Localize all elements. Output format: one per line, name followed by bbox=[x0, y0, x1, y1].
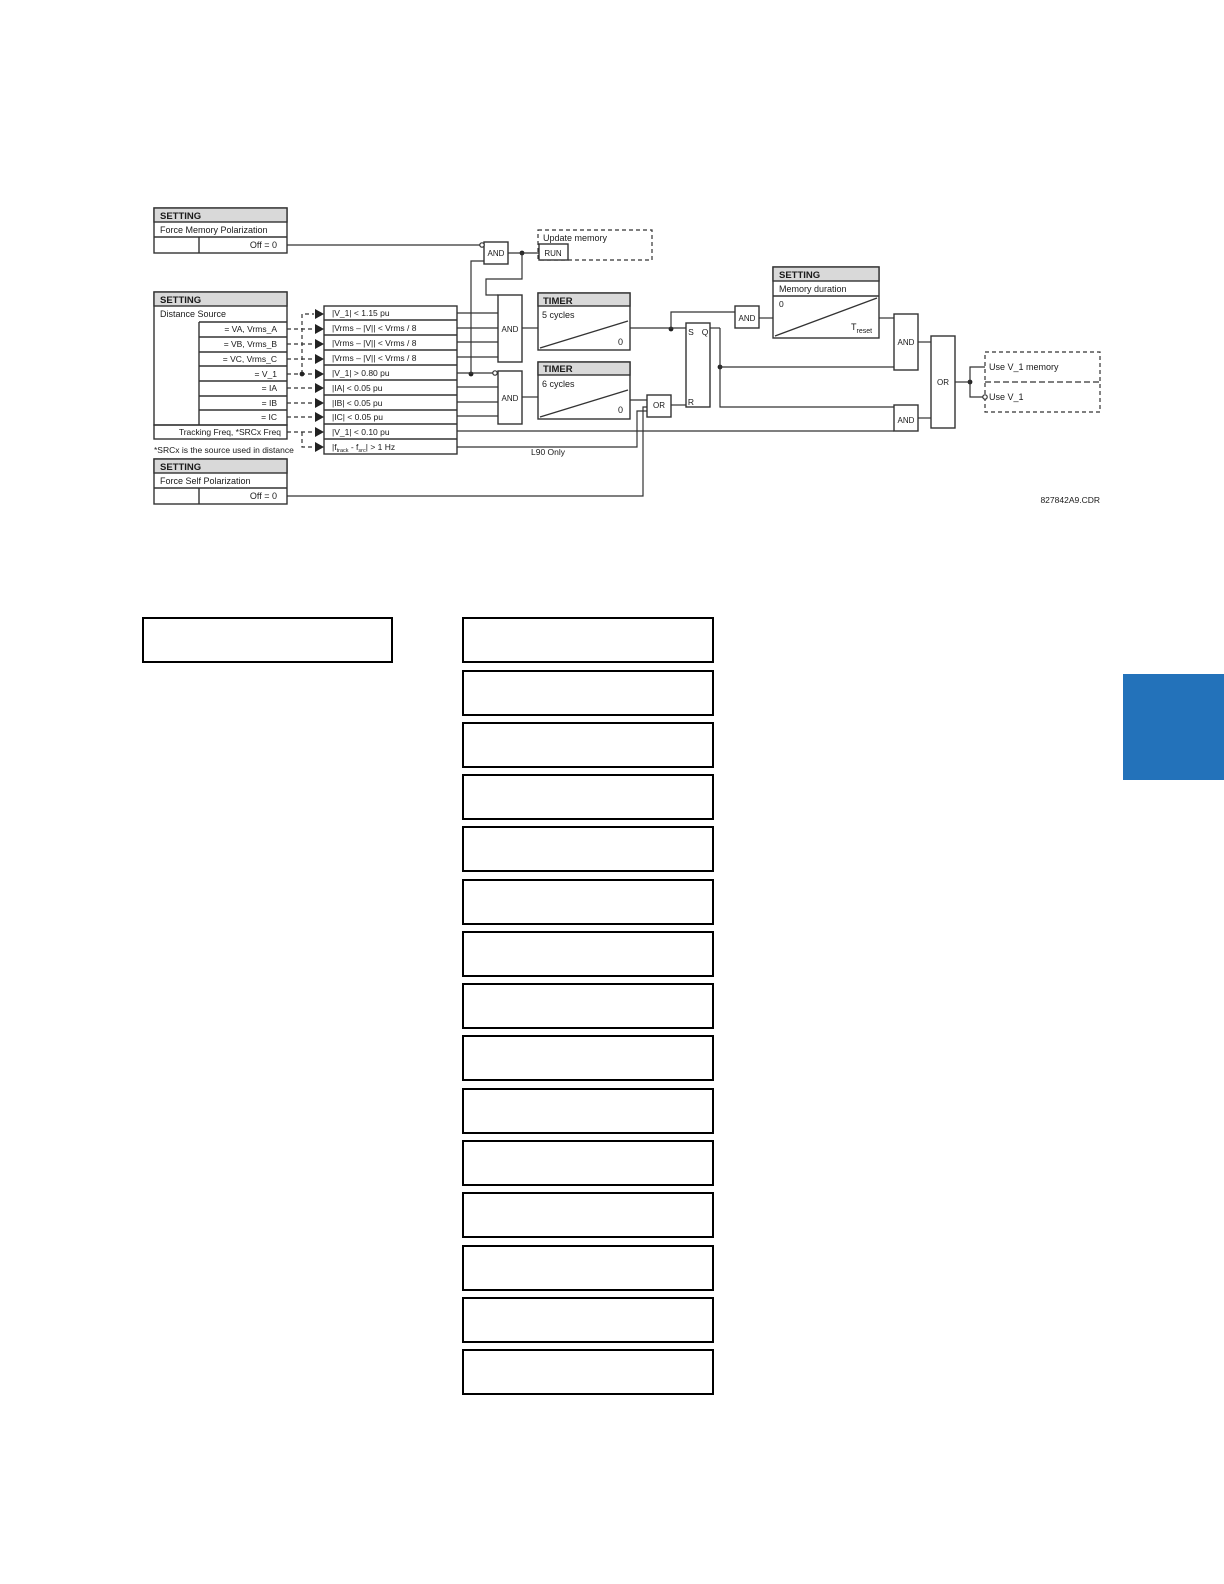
latch-r-label: R bbox=[688, 397, 694, 407]
setting-value-box-3 bbox=[462, 722, 714, 768]
output-use-v1-memory: Use V_1 memory bbox=[989, 362, 1059, 372]
and-gate-memory-label: AND bbox=[488, 249, 505, 258]
condition-ic: |IC| < 0.05 pu bbox=[332, 412, 383, 422]
setting-value-box-5 bbox=[462, 826, 714, 872]
timer1-header: TIMER bbox=[543, 296, 573, 307]
setting-value-box-2 bbox=[462, 670, 714, 716]
setting-path-box bbox=[142, 617, 393, 663]
condition-vrms-a: |Vrms – |V|| < Vrms / 8 bbox=[332, 323, 417, 333]
or-gate-output-label: OR bbox=[937, 378, 949, 387]
condition-vrms-c: |Vrms – |V|| < Vrms / 8 bbox=[332, 353, 417, 363]
source-row-vc: = VC, Vrms_C bbox=[223, 354, 277, 364]
condition-ib: |IB| < 0.05 pu bbox=[332, 398, 383, 408]
condition-frequency: |ftrack - fsrc| > 1 Hz bbox=[332, 442, 395, 454]
condition-v1-low: |V_1| > 0.80 pu bbox=[332, 368, 390, 378]
timer1-value: 5 cycles bbox=[542, 310, 575, 320]
figure-code: 827842A9.CDR bbox=[1040, 495, 1100, 505]
timer2-zero: 0 bbox=[618, 405, 623, 415]
source-row-vb: = VB, Vrms_B bbox=[224, 339, 278, 349]
memory-polarization-logic-diagram: SETTING Force Memory Polarization Off = … bbox=[153, 207, 1101, 505]
source-row-ib: = IB bbox=[262, 398, 278, 408]
memory-duration-header: SETTING bbox=[779, 270, 820, 281]
l90-only-label: L90 Only bbox=[531, 447, 566, 457]
condition-v1-min: |V_1| < 0.10 pu bbox=[332, 427, 390, 437]
chapter-tab-marker bbox=[1123, 674, 1224, 780]
force-self-name: Force Self Polarization bbox=[160, 476, 251, 486]
and-gate-current-label: AND bbox=[502, 394, 519, 403]
distance-source-name: Distance Source bbox=[160, 309, 226, 319]
source-row-ia: = IA bbox=[262, 383, 278, 393]
source-row-va: = VA, Vrms_A bbox=[224, 324, 277, 334]
output-use-v1: Use V_1 bbox=[989, 392, 1024, 402]
update-memory-label: Update memory bbox=[543, 233, 608, 243]
timer2-value: 6 cycles bbox=[542, 379, 575, 389]
setting-value-box-13 bbox=[462, 1245, 714, 1291]
source-row-ic: = IC bbox=[261, 412, 277, 422]
setting-value-box-6 bbox=[462, 879, 714, 925]
source-row-v1: = V_1 bbox=[255, 369, 278, 379]
timer2-header: TIMER bbox=[543, 364, 573, 375]
or-gate-self-label: OR bbox=[653, 401, 665, 410]
run-label: RUN bbox=[544, 249, 562, 258]
force-memory-value: Off = 0 bbox=[250, 240, 277, 250]
force-self-value: Off = 0 bbox=[250, 491, 277, 501]
memory-duration-treset: Treset bbox=[851, 322, 872, 335]
setting-value-box-8 bbox=[462, 983, 714, 1029]
condition-ia: |IA| < 0.05 pu bbox=[332, 383, 383, 393]
and-gate-voltage-label: AND bbox=[502, 325, 519, 334]
force-memory-header: SETTING bbox=[160, 211, 201, 222]
setting-value-box-14 bbox=[462, 1297, 714, 1343]
setting-value-box-10 bbox=[462, 1088, 714, 1134]
tracking-freq-label: Tracking Freq, *SRCx Freq bbox=[179, 427, 281, 437]
memory-duration-zero: 0 bbox=[779, 299, 784, 309]
latch-q-label: Q bbox=[702, 327, 709, 337]
setting-value-box-7 bbox=[462, 931, 714, 977]
and-gate-memory-out-label: AND bbox=[898, 338, 915, 347]
force-memory-name: Force Memory Polarization bbox=[160, 225, 268, 235]
setting-value-box-1 bbox=[462, 617, 714, 663]
condition-vrms-b: |Vrms – |V|| < Vrms / 8 bbox=[332, 338, 417, 348]
timer1-zero: 0 bbox=[618, 337, 623, 347]
setting-value-box-4 bbox=[462, 774, 714, 820]
setting-value-box-9 bbox=[462, 1035, 714, 1081]
source-footnote: *SRCx is the source used in distance bbox=[154, 445, 294, 455]
setting-value-box-11 bbox=[462, 1140, 714, 1186]
setting-value-box-12 bbox=[462, 1192, 714, 1238]
memory-duration-name: Memory duration bbox=[779, 284, 847, 294]
distance-source-header: SETTING bbox=[160, 295, 201, 306]
setting-value-box-15 bbox=[462, 1349, 714, 1395]
and-gate-duration-label: AND bbox=[739, 314, 756, 323]
condition-v1-high: |V_1| < 1.15 pu bbox=[332, 308, 390, 318]
force-self-header: SETTING bbox=[160, 462, 201, 473]
and-gate-self-out-label: AND bbox=[898, 416, 915, 425]
latch-s-label: S bbox=[688, 327, 694, 337]
